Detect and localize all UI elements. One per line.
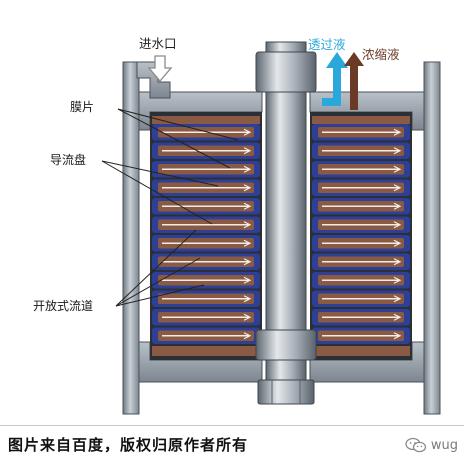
flow-arrowhead — [243, 332, 252, 340]
guide-disc-label: 导流盘 — [50, 152, 86, 167]
concentrate-arrow — [344, 52, 364, 110]
flow-arrowhead — [393, 165, 402, 173]
watermark-text: wug — [430, 437, 458, 453]
disc-cap — [152, 116, 260, 124]
concentrate-label: 浓缩液 — [362, 47, 400, 62]
guide-disc-pointer-1 — [101, 160, 219, 187]
flow-arrowhead — [393, 239, 402, 247]
channel-pointer-2 — [115, 257, 201, 307]
tie-rod-collar-top — [255, 51, 317, 93]
open-channel-label: 开放式流道 — [33, 298, 93, 313]
flow-arrowhead — [243, 295, 252, 303]
flow-arrowhead — [243, 147, 252, 155]
flow-arrowhead — [243, 239, 252, 247]
flow-arrowhead — [243, 276, 252, 284]
disc-tube-module-diagram: 进水口 透过液 浓缩液 膜片 导流盘 开放式流道 — [33, 36, 441, 415]
membrane-stack-right — [312, 116, 410, 356]
disc-base — [152, 346, 260, 356]
image-credit-caption: 图片来自百度，版权归原作者所有 — [8, 436, 249, 454]
flow-arrowhead — [243, 202, 252, 210]
flow-arrowhead — [243, 128, 252, 136]
inlet-label: 进水口 — [139, 36, 177, 51]
wechat-icon — [405, 437, 427, 453]
flow-arrowhead — [393, 332, 402, 340]
membrane-label: 膜片 — [70, 100, 94, 114]
disc-cap — [312, 116, 410, 124]
watermark: wug — [405, 437, 458, 453]
flow-arrowhead — [393, 202, 402, 210]
flow-arrowhead — [243, 258, 252, 266]
flow-arrowhead — [393, 221, 402, 229]
flow-arrowhead — [393, 313, 402, 321]
hex-nut-bottom — [257, 379, 315, 405]
caption-bar: 图片来自百度，版权归原作者所有 wug — [0, 425, 464, 465]
flow-arrowhead — [243, 165, 252, 173]
permeate-arrow — [322, 52, 348, 106]
disc-base — [312, 346, 410, 356]
membrane-stack-left — [152, 116, 260, 356]
housing-wall-left — [122, 61, 140, 415]
flow-arrowhead — [393, 147, 402, 155]
flow-arrowhead — [243, 313, 252, 321]
flow-arrowhead — [243, 184, 252, 192]
flow-arrowhead — [393, 295, 402, 303]
flow-arrowhead — [393, 184, 402, 192]
guide-disc-pointer-2 — [101, 160, 213, 225]
tie-rod-collar-low — [255, 329, 317, 361]
flow-arrowhead — [393, 128, 402, 136]
membrane-pointer-1 — [117, 108, 239, 141]
flow-arrowhead — [393, 276, 402, 284]
channel-pointer-3 — [115, 284, 205, 307]
channel-pointer-1 — [115, 229, 197, 307]
flow-arrowhead — [243, 221, 252, 229]
permeate-label: 透过液 — [308, 37, 346, 52]
flow-arrowhead — [393, 258, 402, 266]
membrane-pointer-2 — [117, 108, 231, 169]
inlet-arrow — [147, 55, 173, 83]
housing-wall-right — [423, 61, 441, 415]
